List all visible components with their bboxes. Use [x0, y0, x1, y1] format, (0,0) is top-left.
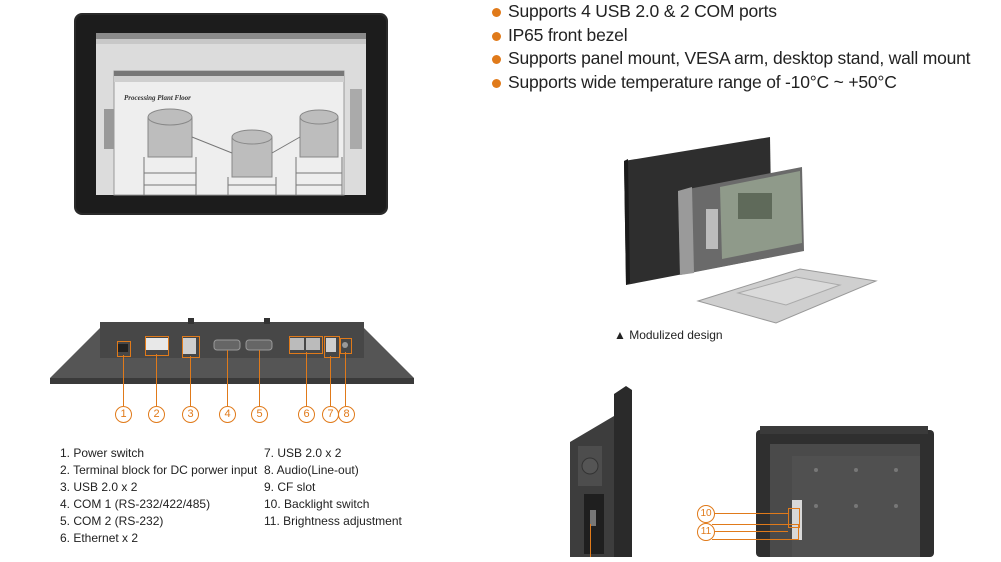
legend-item: 10. Backlight switch	[264, 497, 370, 511]
bullet-icon	[492, 78, 501, 88]
callout-line	[713, 531, 788, 532]
callout-8: 8	[338, 406, 355, 423]
io-highlight-box	[117, 341, 131, 357]
legend-item: 6. Ethernet x 2	[60, 531, 139, 545]
callout-5: 5	[251, 406, 268, 423]
callout-10: 10	[697, 505, 715, 523]
legend-item: 2. Terminal block for DC porwer input	[60, 463, 258, 477]
callout-line	[306, 352, 307, 406]
legend-item: 3. USB 2.0 x 2	[60, 480, 138, 494]
rear-view-image	[756, 426, 934, 557]
feature-item: Supports panel mount, VESA arm, desktop …	[490, 47, 971, 71]
bullet-icon	[492, 8, 501, 17]
legend-item: 5. COM 2 (RS-232)	[60, 514, 164, 528]
io-highlight-box	[145, 336, 169, 356]
io-highlight-box	[182, 336, 200, 358]
legend-item: 4. COM 1 (RS-232/422/485)	[60, 497, 211, 511]
modular-design-image	[620, 133, 880, 328]
side-highlight-box	[712, 524, 799, 540]
side-view-image	[560, 386, 636, 557]
bullet-icon	[492, 31, 501, 41]
legend-item: 8. Audio(Line-out)	[264, 463, 359, 477]
feature-list: Supports 4 USB 2.0 & 2 COM ports IP65 fr…	[490, 0, 971, 95]
side-highlight-box	[788, 508, 800, 528]
callout-1: 1	[115, 406, 132, 423]
legend-item: 11. Brightness adjustment	[264, 514, 402, 528]
io-highlight-box	[324, 336, 340, 358]
callout-7: 7	[322, 406, 339, 423]
legend-item: 7. USB 2.0 x 2	[264, 446, 342, 460]
callout-line	[590, 524, 591, 557]
callout-line	[123, 355, 124, 406]
callout-line	[156, 354, 157, 406]
io-legend-left: 1. Power switch 2. Terminal block for DC…	[60, 445, 257, 547]
callout-line	[190, 356, 191, 406]
bullet-icon	[492, 55, 501, 64]
callout-line	[330, 356, 331, 406]
callout-2: 2	[148, 406, 165, 423]
legend-item: 9. CF slot	[264, 480, 316, 494]
legend-item: 1. Power switch	[60, 446, 145, 460]
screen-inner-title: Processing Plant Floor	[124, 94, 191, 102]
callout-3: 3	[182, 406, 199, 423]
callout-line	[227, 350, 228, 406]
callout-line	[345, 352, 346, 406]
callout-11: 11	[697, 523, 715, 541]
callout-line	[713, 513, 788, 514]
callout-6: 6	[298, 406, 315, 423]
feature-item: Supports 4 USB 2.0 & 2 COM ports	[490, 0, 970, 24]
modular-design-caption: ▲ Modulized design	[614, 328, 723, 342]
feature-item: Supports wide temperature range of -10°C…	[490, 71, 970, 95]
io-highlight-box	[340, 338, 352, 354]
panel-front-image	[74, 13, 388, 215]
io-legend-right: 7. USB 2.0 x 2 8. Audio(Line-out) 9. CF …	[264, 445, 402, 530]
callout-line	[259, 350, 260, 406]
feature-item: IP65 front bezel	[490, 24, 970, 48]
io-panel-image	[50, 318, 414, 388]
callout-4: 4	[219, 406, 236, 423]
